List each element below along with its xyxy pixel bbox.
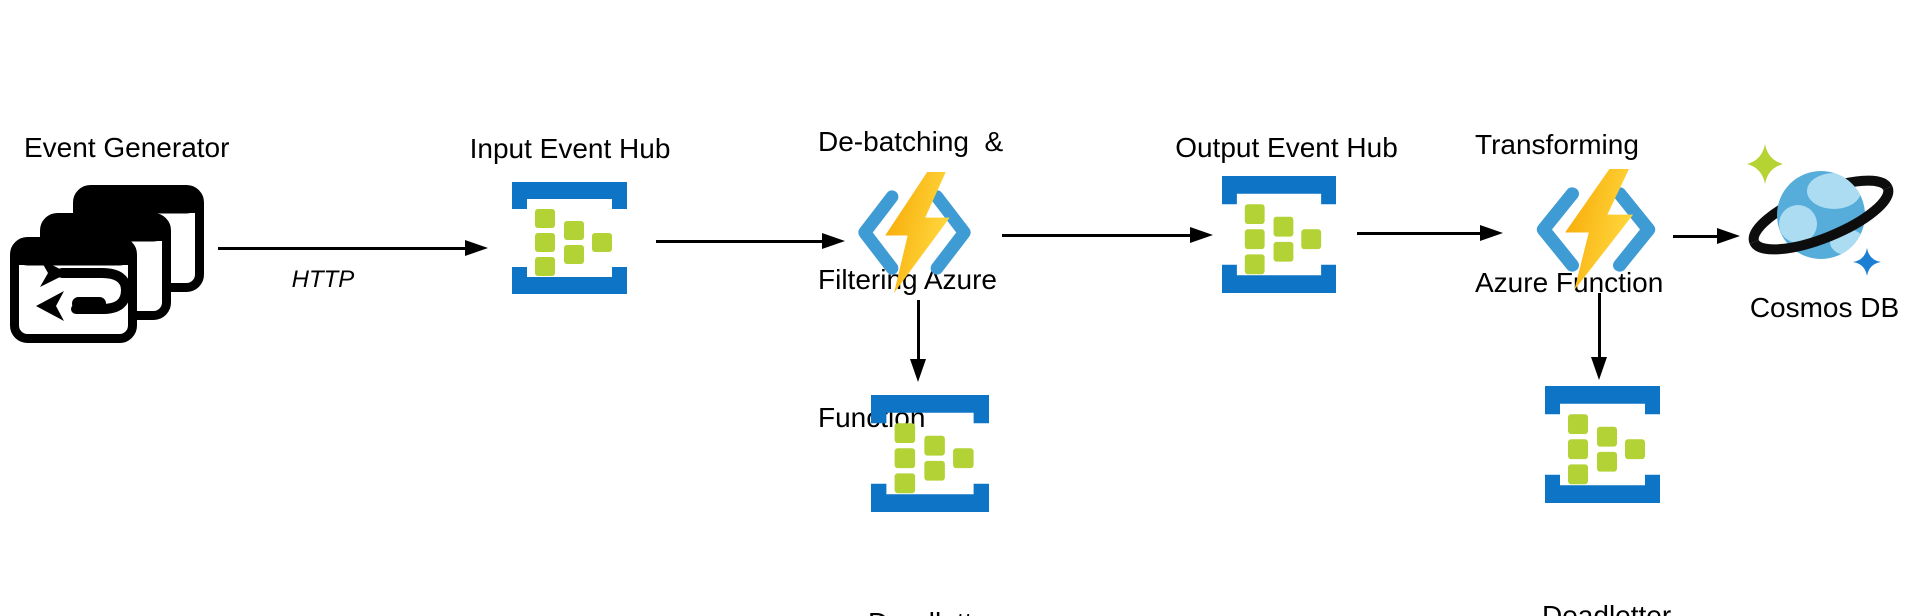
input-event-hub-label: Input Event Hub (469, 133, 671, 164)
windows-stack-icon (10, 185, 205, 343)
arrow-shaft (916, 300, 920, 366)
arrow-transforming-function-to-deadletter-2 (1591, 293, 1607, 380)
arrow-shaft (1357, 231, 1487, 235)
arrowhead-icon (1591, 357, 1607, 380)
azure-function-icon (1529, 169, 1663, 290)
arrowhead-icon (1717, 228, 1740, 244)
sparkle (1747, 144, 1783, 184)
arrowhead-icon (822, 233, 845, 249)
arrow-shaft (1002, 233, 1197, 237)
arrow-shaft (1597, 293, 1601, 364)
event-hub-icon (512, 182, 627, 294)
deadletter-hub-2-label: Deadletter Event Hub 2 (1542, 501, 1782, 616)
arrowhead-icon (1190, 227, 1213, 243)
label-line: Transforming (1475, 129, 1639, 160)
arrowhead-icon (1480, 225, 1503, 241)
cosmos-db-planet-icon (1738, 138, 1910, 288)
arrow-shaft (1673, 234, 1724, 238)
arrow-event-generator-to-input-hub (218, 240, 488, 256)
label-line: Deadletter (868, 600, 1108, 616)
deadletter-hub-1-label: Deadletter Event Hub 1 (868, 508, 1108, 616)
event-generator-label: Event Generator (24, 132, 230, 163)
arrow-transforming-function-to-cosmos-db (1673, 228, 1740, 244)
event-hub-icon (1222, 176, 1336, 293)
arrow-shaft (218, 246, 472, 250)
arrow-debatching-function-to-output-hub (1002, 227, 1213, 243)
http-edge-label: HTTP (291, 266, 355, 293)
label-line: Azure Function (1475, 267, 1664, 298)
label-line: De-batching & (818, 126, 1004, 157)
arrow-input-hub-to-debatching-function (656, 233, 845, 249)
arrow-debatching-function-to-deadletter-1 (910, 300, 926, 382)
transforming-function-label: Transforming Azure Function (1475, 30, 1755, 398)
label-line: Deadletter (1542, 600, 1672, 616)
event-hub-icon (1545, 386, 1660, 503)
arrow-shaft (656, 239, 829, 243)
cosmos-db-label: Cosmos DB (1749, 292, 1900, 323)
arrow-output-hub-to-transforming-function (1357, 225, 1503, 241)
azure-function-icon (851, 172, 978, 293)
arrowhead-icon (465, 240, 488, 256)
event-hub-icon (871, 395, 989, 512)
output-event-hub-label: Output Event Hub (1175, 132, 1398, 163)
sparkle (1853, 248, 1881, 276)
arrowhead-icon (910, 359, 926, 382)
